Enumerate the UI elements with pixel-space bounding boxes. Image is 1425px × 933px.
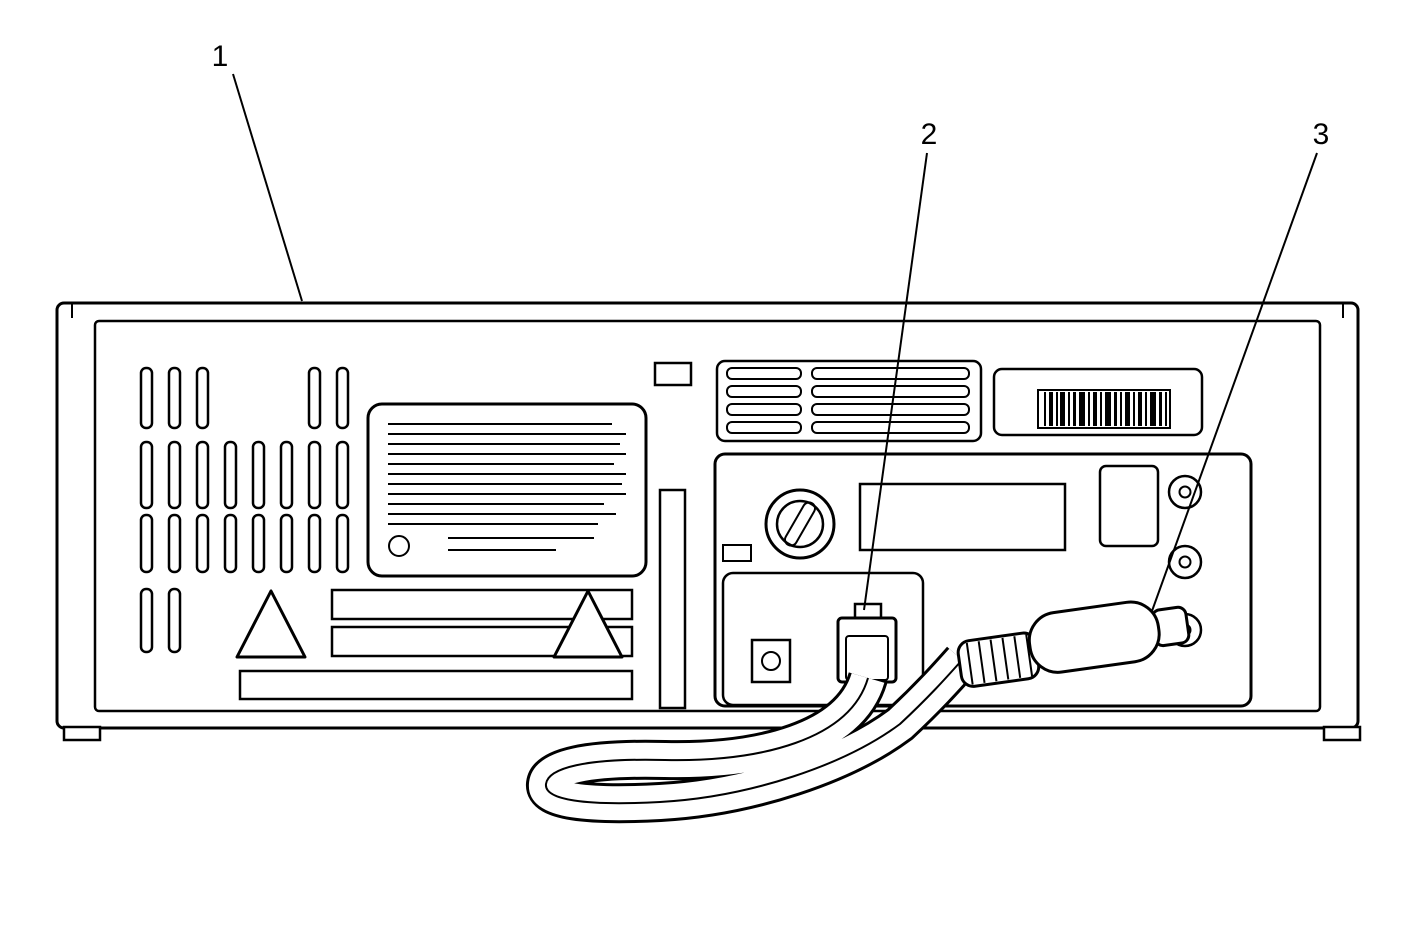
cable-bundle — [526, 646, 977, 824]
callout-1-label: 1 — [212, 40, 229, 73]
barcode-lines — [1044, 392, 1167, 426]
cable-plug-3 — [956, 600, 1191, 688]
bottom-slots — [238, 588, 634, 701]
small-cutout — [653, 361, 693, 387]
warning-triangle-right — [552, 589, 624, 659]
barcode-label — [992, 367, 1204, 437]
callout-2-label: 2 — [921, 118, 938, 151]
wide-connector-slot — [858, 482, 1067, 552]
vent-grid — [139, 366, 350, 654]
keyed-lock — [764, 488, 836, 560]
square-jack — [750, 638, 792, 684]
leader-line-2 — [863, 152, 928, 611]
left-foot-tab — [62, 725, 102, 742]
callouts: 1 2 3 — [212, 40, 1330, 612]
top-grille — [715, 359, 983, 443]
inner-sub-panel — [721, 571, 925, 707]
leader-line-1 — [232, 73, 303, 302]
tall-connector-slot — [1098, 464, 1160, 548]
device-chassis — [55, 301, 1362, 742]
cable-divider-line — [544, 659, 963, 805]
plug-body — [1027, 600, 1161, 674]
right-foot-tab — [1322, 725, 1362, 742]
small-slot — [722, 544, 752, 562]
vertical-slot — [658, 488, 687, 710]
warning-triangle-left — [235, 589, 307, 659]
info-label-plate — [366, 402, 648, 578]
leader-line-3 — [1151, 152, 1318, 612]
label-screw-hole — [388, 535, 410, 557]
callout-3-label: 3 — [1313, 118, 1330, 151]
